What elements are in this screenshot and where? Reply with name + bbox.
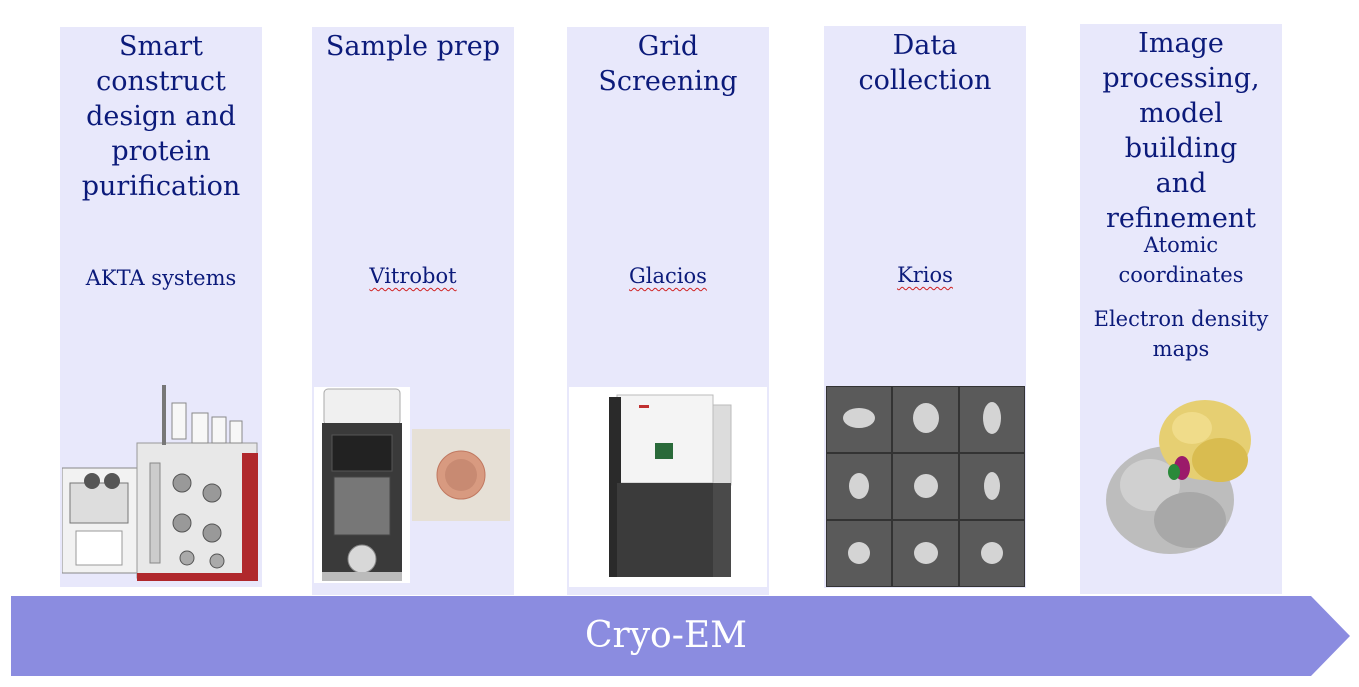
akta-system-image [62,385,258,581]
vitrobot-image [314,387,510,583]
cryo-em-arrow [11,596,1350,676]
stage-instrument: Vitrobot [312,261,514,291]
stage-instrument: Krios [824,260,1026,290]
instrument-label: Vitrobot [369,264,457,288]
stage-instrument: AKTA systems [85,266,237,290]
stage-construct-design: Smart construct design and protein purif… [60,27,262,587]
stage-title: Data collection [858,30,992,96]
stage-grid-screening: Grid Screening Glacios [567,27,769,595]
stage-title: Sample prep [325,31,501,62]
class-averages-image [826,386,1025,587]
stage-instrument: Glacios [567,261,769,291]
instrument-label: Glacios [629,264,707,288]
stage-sample-prep: Sample prep Vitrobot [312,27,514,595]
stage-title: Grid Screening [598,31,738,97]
stage-title: Smart construct design and protein purif… [81,31,241,202]
stage-data-collection: Data collection Krios [824,26,1026,588]
stage-output-coordinates: Atomic coordinates [1118,233,1244,287]
instrument-label: Krios [897,263,953,287]
protein-model-image [1106,400,1251,554]
stage-output-maps: Electron density maps [1093,307,1269,361]
arrow-shape [11,596,1350,676]
glacios-image [569,387,767,587]
stage-title: Image processing, model building and ref… [1102,28,1260,234]
stage-image-processing: Image processing, model building and ref… [1080,24,1282,594]
arrow-label: Cryo-EM [584,615,748,656]
